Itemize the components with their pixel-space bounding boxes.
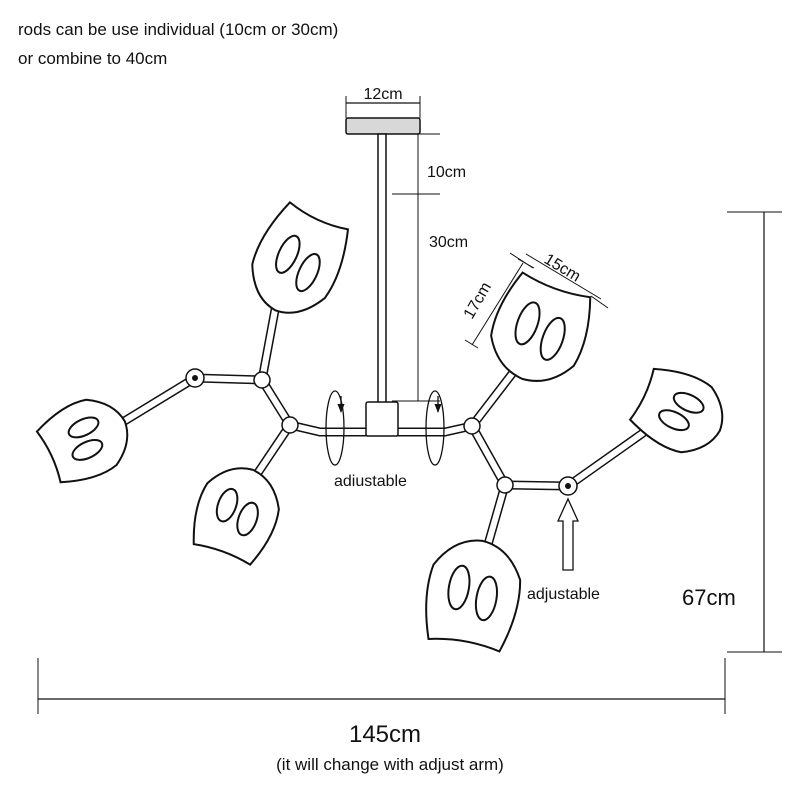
arm-joints <box>185 368 578 496</box>
adjustable-label-right: adjustable <box>527 586 600 603</box>
glass-shades <box>35 200 724 653</box>
canopy-width-dimension: 12cm <box>345 86 421 118</box>
total-height-label: 67cm <box>682 585 736 610</box>
glass-shade-far-right <box>628 367 724 454</box>
glass-shade-top-right <box>490 271 592 382</box>
left-joint-upper <box>253 371 271 389</box>
chandelier-arms-inner <box>115 307 653 558</box>
rod-length-dimensions: 10cm 30cm <box>392 133 468 402</box>
total-width-note: (it will change with adjust arm) <box>276 755 504 774</box>
total-width-dimension <box>37 658 726 714</box>
total-height-dimension <box>727 211 782 653</box>
center-hub <box>365 401 399 437</box>
rod-long-label: 30cm <box>429 234 468 251</box>
adjustable-arrow-right <box>556 497 580 571</box>
shade-dimensions <box>464 252 609 349</box>
left-joint-lower <box>281 416 299 434</box>
adjustable-label-center: adiustable <box>334 473 407 490</box>
rotation-indicators <box>325 390 445 466</box>
glass-shade-far-left <box>35 398 129 484</box>
right-joint-lower <box>496 476 514 494</box>
right-joint-upper <box>463 417 481 435</box>
glass-shade-top-left <box>251 200 350 314</box>
total-width-label: 145cm <box>349 721 421 748</box>
rod-usage-note-line-1: rods can be use individual (10cm or 30cm… <box>18 20 339 39</box>
shade-width-label: 15cm <box>541 251 583 286</box>
canopy-width-label: 12cm <box>363 86 402 103</box>
rod-short-label: 10cm <box>427 164 466 181</box>
down-rod <box>377 133 387 405</box>
glass-shade-bottom-left <box>192 467 280 566</box>
rod-usage-note-line-2: or combine to 40cm <box>18 49 168 68</box>
glass-shade-bottom-right <box>425 539 522 653</box>
ceiling-canopy <box>345 117 421 135</box>
